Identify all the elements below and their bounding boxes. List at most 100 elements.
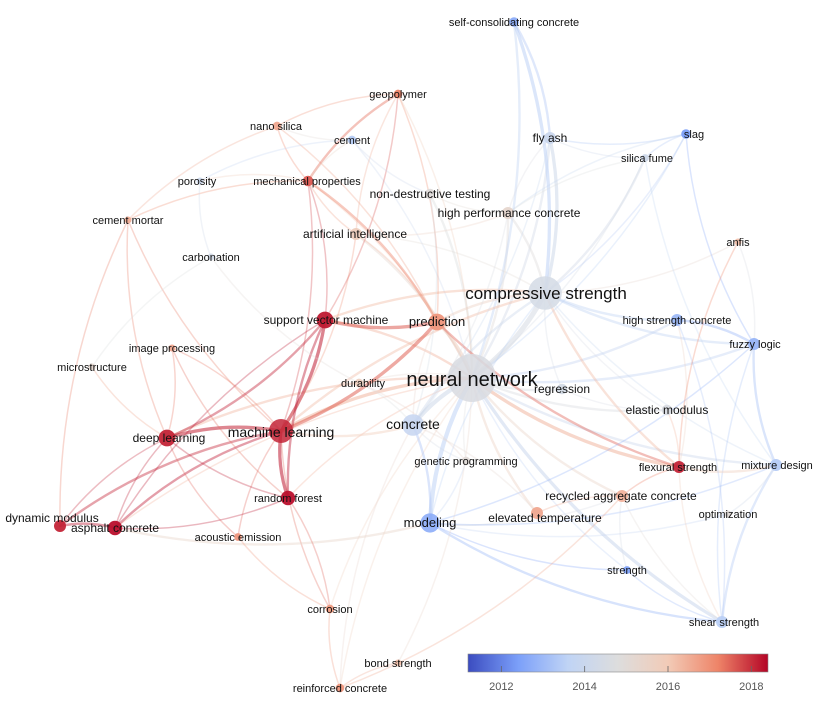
- node-label-corrosion[interactable]: corrosion: [307, 604, 352, 616]
- network-link-fuzzy-logic-high-strength-concrete: [675, 318, 756, 346]
- network-link-prediction-flexural-strength: [435, 320, 681, 469]
- node-label-self-consolidating-concrete[interactable]: self-consolidating concrete: [449, 17, 579, 29]
- node-reinforced-concrete[interactable]: [335, 683, 345, 693]
- node-label-deep-learning[interactable]: deep learning: [133, 431, 206, 445]
- node-label-high-strength-concrete[interactable]: high strength concrete: [623, 315, 732, 327]
- node-shear-strength[interactable]: [716, 616, 728, 628]
- node-label-fly-ash[interactable]: fly ash: [533, 131, 568, 145]
- node-label-random-forest[interactable]: random forest: [254, 493, 322, 505]
- network-link-bond-strength-reinforced-concrete: [339, 662, 399, 689]
- node-label-cement[interactable]: cement: [334, 135, 370, 147]
- network-link-machine-learning-dynamic-modulus: [58, 429, 283, 528]
- node-non-destructive-testing[interactable]: [424, 188, 436, 200]
- node-label-strength[interactable]: strength: [607, 565, 647, 577]
- node-corrosion[interactable]: [325, 604, 335, 614]
- node-fly-ash[interactable]: [544, 132, 556, 144]
- node-label-recycled-aggregate-concrete[interactable]: recycled aggregate concrete: [545, 489, 697, 503]
- network-link-slag-high-performance-concrete: [507, 133, 687, 214]
- node-label-machine-learning[interactable]: machine learning: [228, 424, 335, 440]
- node-label-slag[interactable]: slag: [684, 129, 704, 141]
- node-mechanical-properties[interactable]: [302, 175, 314, 187]
- node-label-flexural-strength[interactable]: flexural strength: [639, 462, 717, 474]
- node-artificial-intelligence[interactable]: [350, 228, 362, 240]
- node-label-asphalt-concrete[interactable]: asphalt concrete: [71, 521, 159, 535]
- node-silica-fume[interactable]: [641, 154, 649, 162]
- node-label-elevated-temperature[interactable]: elevated temperature: [488, 511, 602, 525]
- node-label-genetic-programming[interactable]: genetic programming: [414, 456, 517, 468]
- node-label-non-destructive-testing[interactable]: non-destructive testing: [370, 187, 491, 201]
- node-machine-learning[interactable]: [269, 419, 293, 443]
- node-modeling[interactable]: [420, 513, 440, 533]
- network-link-machine-learning-corrosion: [280, 430, 331, 610]
- node-asphalt-concrete[interactable]: [107, 520, 123, 536]
- node-label-concrete[interactable]: concrete: [386, 416, 440, 432]
- node-label-shear-strength[interactable]: shear strength: [689, 617, 759, 629]
- network-link-fly-ash-self-consolidating-concrete: [512, 20, 552, 140]
- node-dynamic-modulus[interactable]: [54, 520, 66, 532]
- node-recycled-aggregate-concrete[interactable]: [616, 490, 628, 502]
- node-label-geopolymer[interactable]: geopolymer: [369, 89, 427, 101]
- node-anfis[interactable]: [734, 238, 742, 246]
- node-label-support-vector-machine[interactable]: support vector machine: [264, 313, 389, 327]
- node-prediction[interactable]: [428, 313, 446, 331]
- node-geopolymer[interactable]: [393, 89, 403, 99]
- node-label-regression[interactable]: regression: [534, 382, 590, 396]
- node-fuzzy-logic[interactable]: [748, 338, 760, 350]
- node-elevated-temperature[interactable]: [531, 507, 543, 519]
- node-label-silica-fume[interactable]: silica fume: [621, 153, 673, 165]
- node-nano-silica[interactable]: [272, 121, 282, 131]
- node-microstructure[interactable]: [88, 363, 96, 371]
- node-label-reinforced-concrete[interactable]: reinforced concrete: [293, 683, 387, 695]
- node-genetic-programming[interactable]: [461, 456, 471, 466]
- node-label-high-performance-concrete[interactable]: high performance concrete: [438, 206, 581, 220]
- node-label-dynamic-modulus[interactable]: dynamic modulus: [5, 511, 98, 525]
- node-label-durability[interactable]: durability: [341, 378, 386, 390]
- node-mixture-design[interactable]: [770, 459, 782, 471]
- node-flexural-strength[interactable]: [673, 461, 685, 473]
- node-self-consolidating-concrete[interactable]: [509, 17, 519, 27]
- node-high-strength-concrete[interactable]: [671, 314, 683, 326]
- node-acoustic-emission[interactable]: [234, 533, 242, 541]
- node-label-neural-network[interactable]: neural network: [406, 369, 538, 391]
- node-label-porosity[interactable]: porosity: [178, 176, 217, 188]
- node-label-elastic-modulus[interactable]: elastic modulus: [626, 403, 709, 417]
- node-high-performance-concrete[interactable]: [502, 207, 514, 219]
- node-deep-learning[interactable]: [158, 429, 176, 447]
- network-link-regression-elastic-modulus: [561, 388, 668, 411]
- node-label-cement-mortar[interactable]: cement mortar: [93, 215, 164, 227]
- node-label-nano-silica[interactable]: nano silica: [250, 121, 303, 133]
- node-label-optimization[interactable]: optimization: [699, 509, 758, 521]
- node-neural-network[interactable]: [448, 354, 496, 402]
- node-cement-mortar[interactable]: [124, 216, 132, 224]
- node-label-anfis[interactable]: anfis: [726, 237, 750, 249]
- node-image-processing[interactable]: [168, 344, 176, 352]
- node-support-vector-machine[interactable]: [316, 311, 334, 329]
- node-label-image-processing[interactable]: image processing: [129, 343, 215, 355]
- node-label-microstructure[interactable]: microstructure: [57, 362, 127, 374]
- node-strength[interactable]: [623, 566, 631, 574]
- node-bond-strength[interactable]: [394, 659, 402, 667]
- node-label-acoustic-emission[interactable]: acoustic emission: [195, 532, 282, 544]
- node-random-forest[interactable]: [280, 490, 296, 506]
- node-label-mechanical-properties[interactable]: mechanical properties: [253, 176, 361, 188]
- node-label-carbonation[interactable]: carbonation: [182, 252, 240, 264]
- node-label-bond-strength[interactable]: bond strength: [364, 658, 431, 670]
- node-elastic-modulus[interactable]: [661, 404, 673, 416]
- node-slag[interactable]: [681, 129, 691, 139]
- node-porosity[interactable]: [196, 177, 204, 185]
- node-cement[interactable]: [347, 135, 357, 145]
- network-link-modeling-optimization: [429, 513, 729, 538]
- node-label-mixture-design[interactable]: mixture design: [741, 460, 813, 472]
- node-regression[interactable]: [556, 383, 568, 395]
- node-label-artificial-intelligence[interactable]: artificial intelligence: [303, 227, 407, 241]
- network-link-prediction-artificial-intelligence: [355, 233, 438, 323]
- node-compressive-strength[interactable]: [528, 276, 562, 310]
- node-label-fuzzy-logic[interactable]: fuzzy logic: [729, 339, 781, 351]
- node-concrete[interactable]: [402, 414, 424, 436]
- node-label-compressive-strength[interactable]: compressive strength: [465, 284, 627, 303]
- node-durability[interactable]: [354, 378, 364, 388]
- node-label-prediction[interactable]: prediction: [409, 314, 465, 329]
- node-carbonation[interactable]: [207, 253, 215, 261]
- node-label-modeling[interactable]: modeling: [404, 515, 457, 530]
- node-optimization[interactable]: [724, 510, 732, 518]
